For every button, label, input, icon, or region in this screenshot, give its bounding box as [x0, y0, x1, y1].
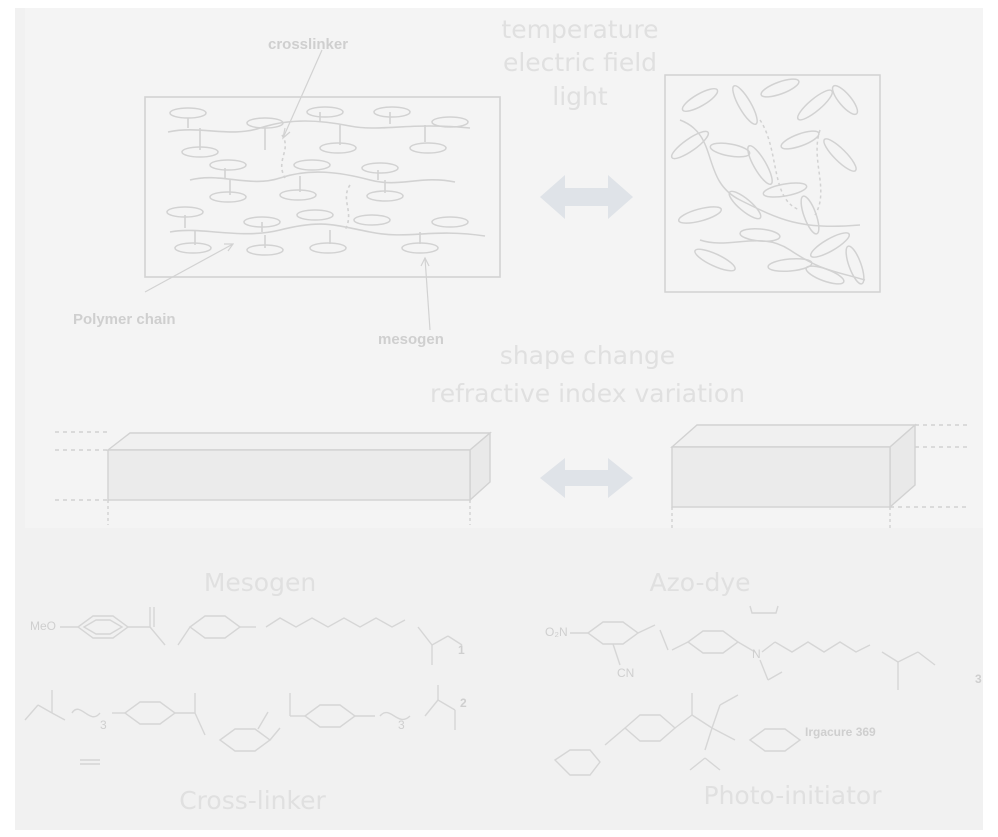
- mesogen-label: mesogen: [378, 331, 444, 348]
- stimulus-temperature: temperature: [501, 15, 659, 44]
- section-title-mesogen: Mesogen: [203, 568, 317, 597]
- chem-number-2: 2: [460, 696, 467, 710]
- section-title-azo-dye: Azo-dye: [649, 568, 751, 597]
- photo-initiator-structure: [80, 693, 802, 776]
- azo-dye-structure-3: [570, 605, 936, 690]
- double-headed-arrow-icon: [540, 175, 633, 219]
- chem-label-no2: O₂N: [545, 625, 568, 639]
- response-refractive-index: refractive index variation: [429, 379, 745, 408]
- stimulus-light: light: [552, 82, 608, 111]
- irgacure-label: Irgacure 369: [805, 725, 876, 739]
- stimulus-electric-field: electric field: [502, 48, 658, 77]
- chem-subscript-3a: 3: [100, 718, 107, 732]
- polymer-network-ordered: [144, 49, 501, 331]
- film-slab-before: [55, 431, 492, 525]
- chem-label-meo: MeO: [30, 619, 57, 633]
- chem-label-cn: CN: [617, 666, 635, 680]
- chem-subscript-3b: 3: [398, 718, 405, 732]
- crosslinker-label: crosslinker: [268, 36, 349, 53]
- chem-number-3: 3: [975, 672, 982, 686]
- polymer-chain-label: Polymer chain: [73, 311, 176, 328]
- chem-number-1: 1: [458, 643, 465, 657]
- crosslinker-structure-2: [24, 685, 456, 752]
- mesogen-structure-1: [60, 607, 463, 665]
- polymer-network-disordered: [664, 74, 881, 293]
- response-shape-change: shape change: [499, 341, 676, 370]
- film-slab-after: [670, 423, 968, 530]
- chem-label-n: N: [752, 647, 761, 661]
- double-headed-arrow-icon: [540, 458, 633, 498]
- section-title-photo-initiator: Photo-initiator: [703, 781, 882, 810]
- section-title-cross-linker: Cross-linker: [179, 786, 326, 815]
